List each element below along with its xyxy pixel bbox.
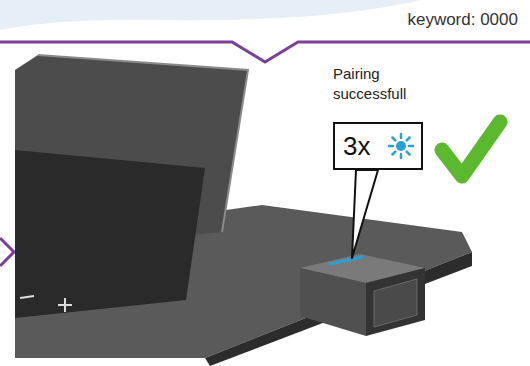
- dongle-side: [300, 268, 366, 336]
- minus-button: [20, 296, 34, 298]
- dongle-face: [374, 279, 417, 327]
- keyword-note: keyword: 0000: [407, 9, 518, 31]
- led-light: [330, 257, 362, 264]
- led-blink-icon: [389, 134, 413, 158]
- dongle-front: [366, 268, 425, 336]
- base-edge: [205, 252, 472, 366]
- callout-pointer: [352, 170, 378, 258]
- cradle-front: [15, 150, 205, 318]
- callout-heading: Pairing successfull: [333, 64, 433, 104]
- plus-button: [58, 298, 72, 312]
- callout-frame: 3x: [333, 122, 423, 170]
- blink-count: 3x: [343, 130, 370, 162]
- check-mark: [442, 122, 500, 176]
- step-chevron: [0, 238, 14, 266]
- callout-box: Pairing successfull 3x: [333, 64, 433, 170]
- background-band: [0, 0, 420, 30]
